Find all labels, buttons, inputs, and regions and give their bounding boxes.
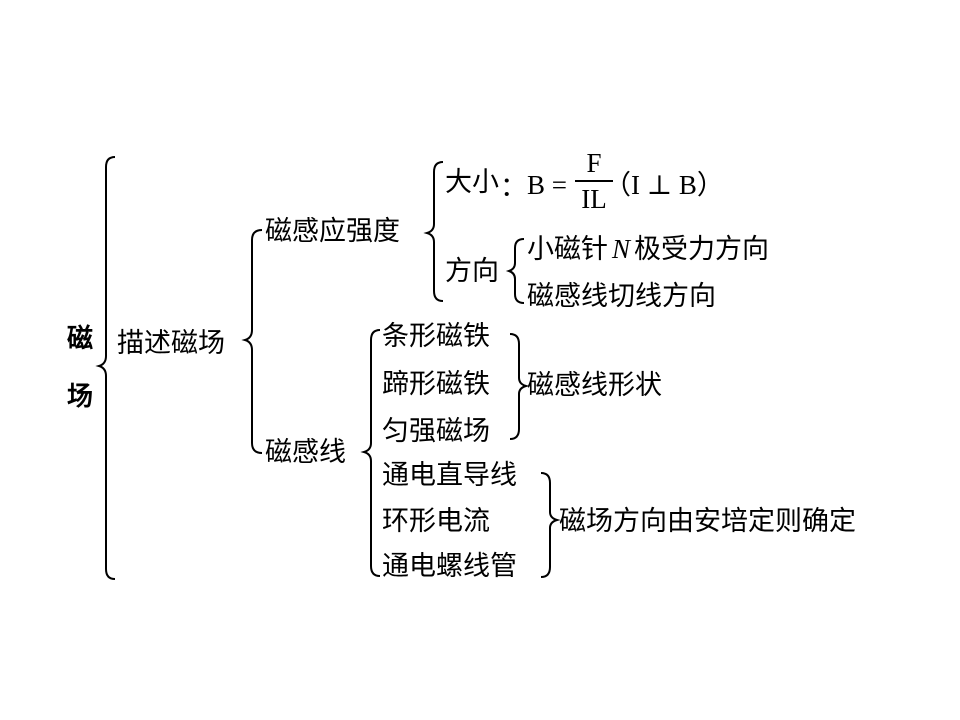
direction-brace (505, 238, 525, 304)
formula-lhs: B = (527, 170, 567, 200)
north-pole-symbol: N (612, 234, 631, 264)
describe-field-label: 描述磁场 (117, 328, 225, 359)
field-strength-label: 磁感应强度 (265, 216, 400, 247)
formula-condition: （I ⊥ B） (604, 170, 724, 200)
group2-brace (540, 472, 561, 578)
formula-fraction: F IL (575, 148, 613, 214)
formula-numerator: F (586, 148, 602, 178)
compass-text-pre: 小磁针 (527, 234, 608, 265)
group1-result: 磁感线形状 (527, 370, 662, 401)
group1-item-horseshoe-magnet: 蹄形磁铁 (382, 369, 490, 400)
formula-denominator: IL (581, 184, 607, 214)
compass-text-post: 极受力方向 (634, 234, 770, 265)
group2-result: 磁场方向由安培定则确定 (559, 506, 856, 537)
root-label-char-2: 场 (67, 382, 94, 412)
group2-item-solenoid: 通电螺线管 (382, 551, 517, 582)
fieldlines-brace (360, 329, 381, 577)
group1-item-bar-magnet: 条形磁铁 (382, 321, 490, 352)
magnitude-colon: ： (500, 172, 527, 203)
field-lines-label: 磁感线 (265, 437, 346, 468)
group1-brace (509, 333, 530, 440)
group1-item-uniform-field: 匀强磁场 (382, 416, 490, 447)
direction-label: 方向 (445, 256, 499, 287)
direction-item-tangent: 磁感线切线方向 (527, 281, 716, 312)
group2-item-straight-wire: 通电直导线 (382, 460, 517, 491)
fraction-bar (575, 180, 613, 182)
root-brace (95, 156, 116, 580)
magnitude-label: 大小 (445, 167, 499, 198)
strength-brace (423, 161, 444, 302)
level1-brace (241, 229, 263, 454)
root-label-char-1: 磁 (67, 324, 94, 354)
group2-item-loop-current: 环形电流 (382, 506, 490, 537)
